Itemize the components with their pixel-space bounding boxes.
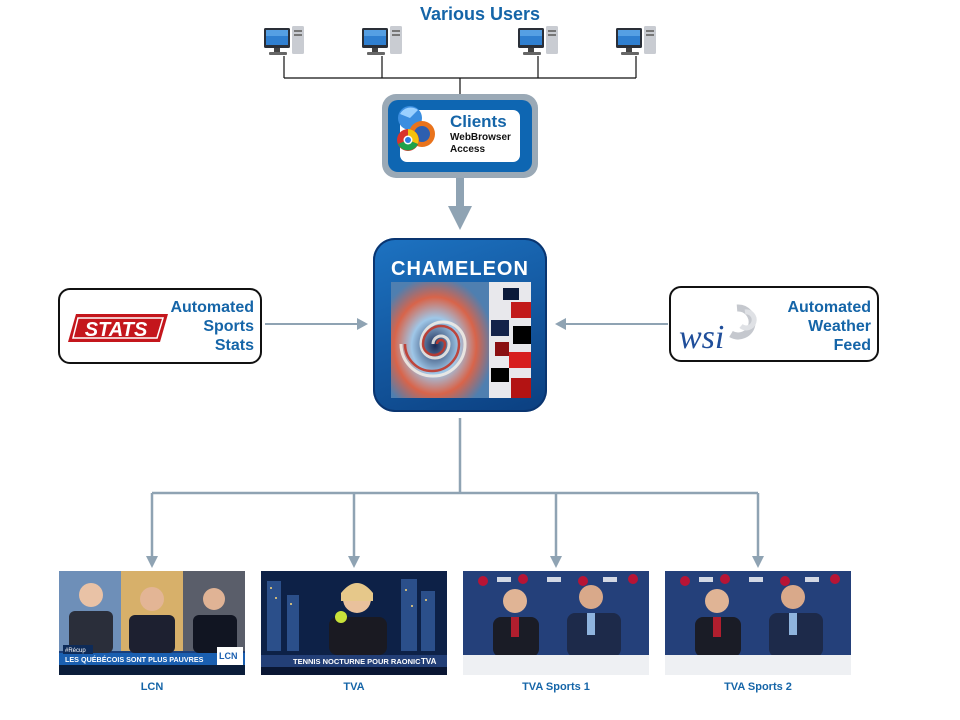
output-tree-lines bbox=[150, 418, 760, 558]
sports-stats-label: Automated Sports Stats bbox=[170, 298, 254, 355]
output-label-tva-sports-1: TVA Sports 1 bbox=[522, 681, 590, 693]
output-thumbnail-tva-sports-1 bbox=[463, 571, 649, 675]
output-thumbnail-lcn: #Récup LES QUÉBÉCOIS SONT PLUS PAUVRES L… bbox=[59, 571, 245, 675]
tva-bug-text: TVA bbox=[421, 657, 437, 666]
computer-icon bbox=[362, 26, 402, 55]
sports-stats-line2: Sports bbox=[203, 318, 254, 335]
output-arrowheads bbox=[146, 556, 764, 568]
clients-node: Clients WebBrowser Access bbox=[382, 94, 538, 178]
output-label-tva-sports-2: TVA Sports 2 bbox=[724, 681, 792, 693]
weather-to-hub-arrow bbox=[555, 318, 668, 330]
user-bus-lines bbox=[283, 56, 637, 96]
weather-feed-line1: Automated bbox=[787, 299, 871, 316]
computer-icon bbox=[518, 26, 558, 55]
output-label-lcn: LCN bbox=[140, 681, 164, 693]
computer-icon bbox=[264, 26, 304, 55]
chameleon-spiral-icon bbox=[391, 282, 531, 398]
stats-logo-icon: STATS bbox=[68, 314, 168, 342]
hub-title: CHAMELEON bbox=[391, 258, 529, 280]
clients-subtitle: WebBrowser Access bbox=[450, 132, 540, 156]
sports-stats-line3: Stats bbox=[214, 337, 254, 354]
tva-ticker-text: TENNIS NOCTURNE POUR RAONIC bbox=[293, 657, 421, 666]
output-thumbnail-tva: TENNIS NOCTURNE POUR RAONIC TVA bbox=[261, 571, 447, 675]
clients-subtitle-line2: Access bbox=[450, 144, 486, 155]
clients-subtitle-line1: WebBrowser bbox=[450, 132, 511, 143]
clients-node-panel: Clients WebBrowser Access bbox=[397, 106, 520, 162]
diagram-title: Various Users bbox=[419, 4, 541, 24]
stats-to-hub-arrow bbox=[265, 318, 368, 330]
chameleon-hub: CHAMELEON bbox=[373, 238, 547, 412]
lcn-bug-text: LCN bbox=[219, 651, 238, 661]
sports-stats-node: STATS Automated Sports Stats bbox=[58, 288, 262, 364]
lcn-ticker-text: LES QUÉBÉCOIS SONT PLUS PAUVRES bbox=[65, 655, 204, 664]
clients-to-hub-arrow bbox=[448, 178, 472, 230]
stats-logo-text: STATS bbox=[85, 319, 148, 341]
weather-feed-label: Automated Weather Feed bbox=[787, 298, 871, 355]
output-thumbnail-tva-sports-2 bbox=[665, 571, 851, 675]
wsi-logo-icon: wsi bbox=[679, 304, 757, 356]
output-label-tva: TVA bbox=[343, 681, 365, 693]
wsi-logo-text: wsi bbox=[679, 319, 724, 356]
clients-node-frame: Clients WebBrowser Access bbox=[388, 100, 532, 172]
browser-logos-icon bbox=[397, 106, 435, 151]
weather-feed-line2: Weather bbox=[808, 318, 871, 335]
weather-feed-node: wsi Automated Weather Feed bbox=[669, 286, 879, 362]
clients-title: Clients bbox=[450, 112, 507, 131]
computer-icon bbox=[616, 26, 656, 55]
lcn-tag-text: #Récup bbox=[65, 648, 86, 654]
weather-feed-line3: Feed bbox=[833, 337, 871, 354]
sports-stats-line1: Automated bbox=[170, 299, 254, 316]
